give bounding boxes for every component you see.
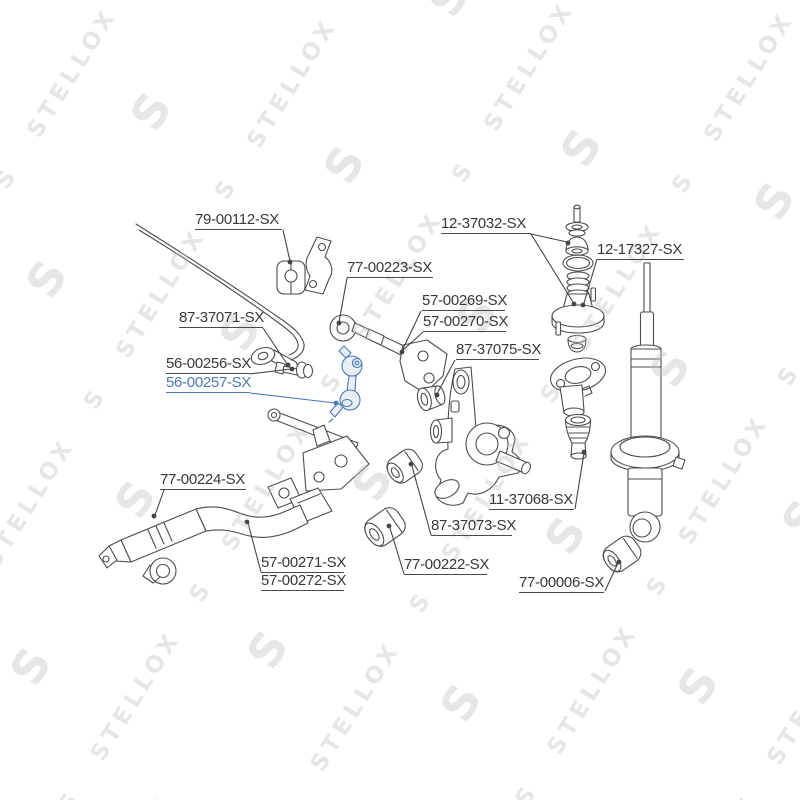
stabilizer-link-highlighted-drawing[interactable] bbox=[328, 345, 363, 423]
cone-bushing-drawing bbox=[564, 413, 592, 460]
part-label-56-00256-sx: 56-00256-SX bbox=[166, 355, 252, 374]
part-label-77-00224-sx: 77-00224-SX bbox=[160, 471, 246, 490]
stabilizer-bracket-drawing bbox=[304, 236, 333, 295]
part-label-12-37032-sx: 12-37032-SX bbox=[441, 216, 531, 234]
part-label-87-37075-sx: 87-37075-SX bbox=[456, 341, 542, 360]
part-label-87-37071-sx: 87-37071-SX bbox=[179, 309, 265, 328]
flange-plate-drawing bbox=[550, 357, 606, 417]
part-label-77-00222-sx: 77-00222-SX bbox=[404, 556, 490, 575]
trailing-arm-drawing bbox=[98, 408, 370, 585]
shock-absorber-drawing bbox=[610, 262, 686, 543]
part-drawings bbox=[98, 204, 686, 585]
stabilizer-bar-drawing bbox=[135, 223, 305, 373]
knuckle-drawing bbox=[429, 366, 531, 506]
leader-lines bbox=[151, 229, 622, 592]
part-label-79-00112-sx: 79-00112-SX bbox=[195, 212, 282, 230]
arm-bushing-87-37075-drawing bbox=[416, 385, 446, 412]
shock-mount-kit-drawing bbox=[551, 204, 605, 353]
part-label-77-00223-sx: 77-00223-SX bbox=[347, 259, 433, 278]
part-label-56-00257-sx-highlighted[interactable]: 56-00257-SX bbox=[166, 374, 252, 393]
part-label-77-00006-sx: 77-00006-SX bbox=[519, 574, 605, 593]
lateral-arm-drawing bbox=[329, 314, 448, 394]
part-label-12-17327-sx: 12-17327-SX bbox=[597, 241, 684, 260]
bushing-87-37073-drawing bbox=[386, 448, 423, 484]
part-label-57-00272-sx: 57-00272-SX bbox=[261, 572, 347, 591]
part-label-57-00271-sx: 57-00271-SX bbox=[261, 554, 347, 573]
part-label-57-00270-sx: 57-00270-SX bbox=[423, 313, 509, 332]
part-label-11-37068-sx: 11-37068-SX bbox=[489, 491, 574, 510]
part-label-87-37073-sx: 87-37073-SX bbox=[431, 517, 517, 536]
part-label-57-00269-sx: 57-00269-SX bbox=[422, 292, 508, 311]
